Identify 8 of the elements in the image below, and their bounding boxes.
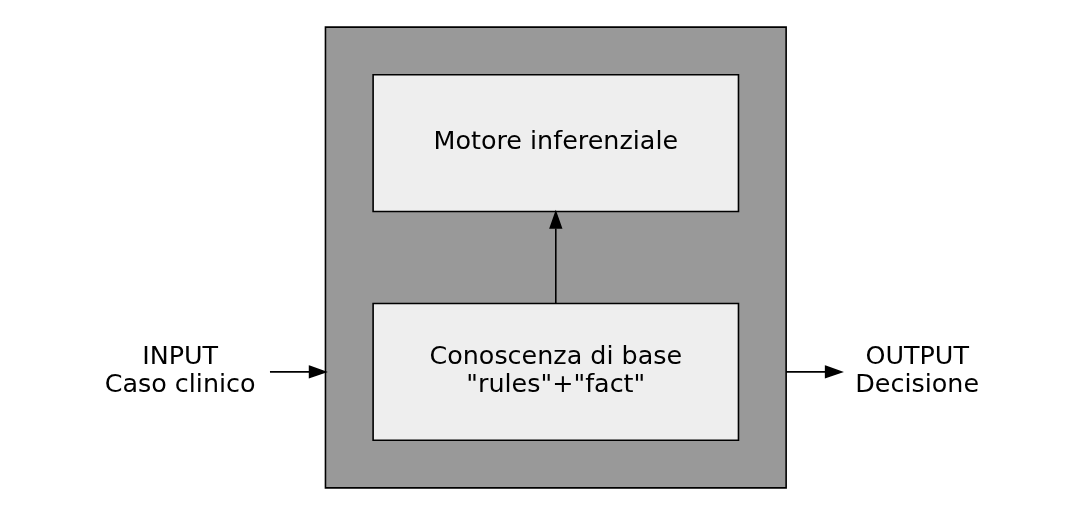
node-box: Motore inferenziale	[371, 74, 739, 213]
arrow	[268, 365, 328, 379]
node-text: INPUT Caso clinico	[104, 339, 256, 399]
arrow	[548, 209, 562, 305]
arrow	[784, 365, 844, 379]
cluster	[324, 26, 787, 489]
node-box: Conoscenza di base "rules"+"fact"	[371, 302, 739, 441]
node-text: OUTPUT Decisione	[854, 339, 979, 399]
